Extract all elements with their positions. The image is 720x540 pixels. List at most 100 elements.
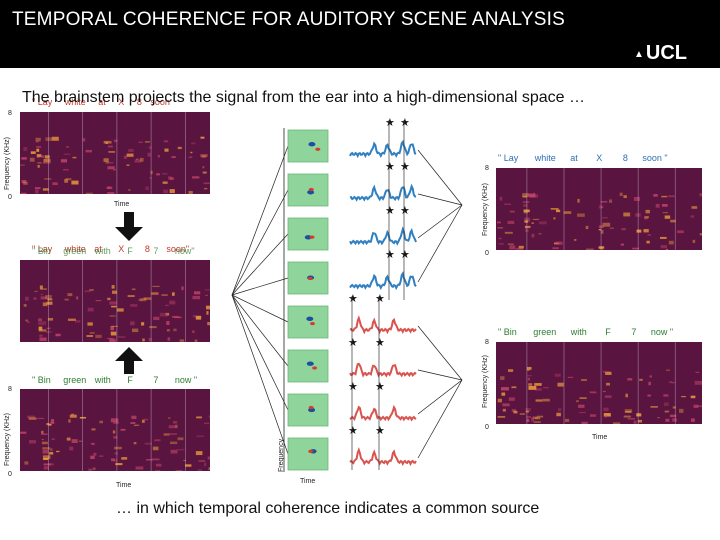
spectrogram-blob	[21, 157, 27, 160]
spectrogram-blob	[139, 157, 144, 162]
spectrogram-blob	[71, 439, 78, 444]
spectrogram-background	[496, 168, 702, 250]
spectrogram-blob	[135, 158, 139, 161]
spectrogram-blob	[564, 418, 570, 423]
spectrogram-blob	[130, 304, 138, 307]
spectrogram-blob	[63, 169, 69, 171]
spectrogram-blob	[166, 321, 170, 325]
slide-title: TEMPORAL COHERENCE FOR AUDITORY SCENE AN…	[12, 9, 565, 30]
star-icon: ★	[375, 337, 385, 349]
spectrogram-blob	[200, 154, 208, 158]
spectrogram-blob	[602, 217, 608, 219]
arrow-shaft	[124, 212, 134, 228]
spectrogram-blob	[41, 155, 45, 158]
spectrogram-blob	[46, 422, 50, 426]
response-trace	[349, 139, 417, 159]
spectrogram-blob	[605, 371, 612, 375]
spectrogram-blob	[625, 393, 628, 398]
spectrogram-blob	[24, 461, 29, 465]
spectrogram-blob	[524, 225, 531, 229]
spectrogram-blob	[522, 201, 530, 203]
filter-blob	[308, 187, 314, 192]
spectrogram-blob	[145, 186, 149, 191]
spectrogram-blob	[72, 156, 77, 159]
spectrogram-blob	[37, 417, 45, 419]
spectrogram-background	[20, 389, 210, 471]
spectrogram-blob	[145, 459, 153, 461]
spectrogram-blob	[109, 338, 116, 343]
spectrogram-blob	[567, 376, 574, 378]
slide-caption: … in which temporal coherence indicates …	[116, 500, 540, 517]
spectrogram-blob	[170, 449, 178, 454]
spectrogram-blob	[632, 247, 640, 250]
spectrogram-blob	[71, 413, 75, 416]
spectrogram-blob	[20, 164, 25, 166]
spectrogram-blob	[613, 422, 621, 425]
spectrogram-blob	[88, 468, 93, 472]
star-icon: ★	[375, 425, 385, 437]
spectrogram-blob	[165, 304, 169, 307]
spectrogram-blob	[204, 462, 207, 467]
spectrogram-blob	[498, 237, 502, 240]
spectrogram-blob	[528, 193, 536, 198]
spectrogram-blob	[48, 423, 52, 426]
spectrogram-blob	[508, 369, 514, 372]
spectrogram-blob	[657, 417, 660, 419]
word-label: " Lay	[32, 97, 53, 107]
spectrogram-blob	[670, 219, 676, 223]
fan-line	[231, 277, 289, 296]
spectrogram-blob	[106, 186, 113, 190]
spectrogram-blob	[43, 463, 51, 466]
spectrogram-blob	[49, 463, 54, 466]
mixture-word-row-1: " Lay white at X 8 soon"	[32, 244, 189, 254]
spectrogram-blob	[171, 315, 180, 318]
arrow-shaft	[124, 360, 134, 374]
spectrogram-blob	[538, 233, 542, 235]
spectrogram-blob	[35, 137, 41, 142]
spectrogram-blob	[149, 177, 152, 179]
spectrogram-blob	[149, 326, 157, 329]
spectrogram-blob	[535, 399, 543, 402]
spectrogram-blob	[50, 419, 55, 423]
spectrogram-blob	[46, 301, 53, 305]
spectrogram-blob	[131, 288, 136, 291]
filter-panels	[283, 128, 329, 472]
word-label: at	[570, 153, 578, 163]
spectrogram-blob	[107, 145, 113, 148]
spectrogram-blob	[131, 415, 137, 420]
word-label: F	[127, 246, 133, 256]
spectrogram-blob	[501, 392, 506, 396]
spectrogram-blob	[113, 139, 118, 143]
spectrogram-blob	[111, 325, 118, 327]
spectrogram-blob	[528, 385, 537, 390]
spectrogram-blob	[598, 228, 601, 231]
spectrogram-blob	[663, 402, 669, 407]
spectrogram-blob	[662, 212, 669, 214]
spectrogram-blob	[577, 213, 585, 217]
spectrogram-blob	[522, 195, 528, 198]
spectrogram-blob	[171, 292, 175, 296]
spectrogram-blob	[620, 243, 624, 246]
spectrogram-blob	[643, 229, 649, 233]
spectrogram-blob	[695, 371, 700, 373]
spectrogram-blob	[141, 322, 145, 326]
spectrogram-blob	[531, 222, 534, 224]
fan-line	[231, 294, 289, 367]
spectrogram-blob	[111, 458, 116, 462]
spectrogram-blob	[195, 451, 203, 456]
spectrogram-blob	[20, 192, 27, 195]
spectrogram-blob	[87, 322, 93, 326]
fan-lines-right	[417, 149, 463, 459]
spectrogram-blob	[637, 419, 643, 423]
spectrogram-blob	[156, 173, 160, 176]
spectrogram-blob	[109, 301, 118, 305]
y-tick-top: 8	[485, 339, 489, 346]
spectrogram-blob	[202, 171, 207, 174]
spectrogram-blob	[128, 148, 134, 152]
spectrogram-blob	[200, 136, 205, 139]
spectrogram-blob	[504, 231, 513, 234]
spectrogram-blob	[89, 332, 95, 334]
spectrogram-blob	[110, 331, 117, 336]
spectrogram-blob	[99, 420, 103, 424]
center-x-axis-label: Time	[300, 478, 316, 485]
